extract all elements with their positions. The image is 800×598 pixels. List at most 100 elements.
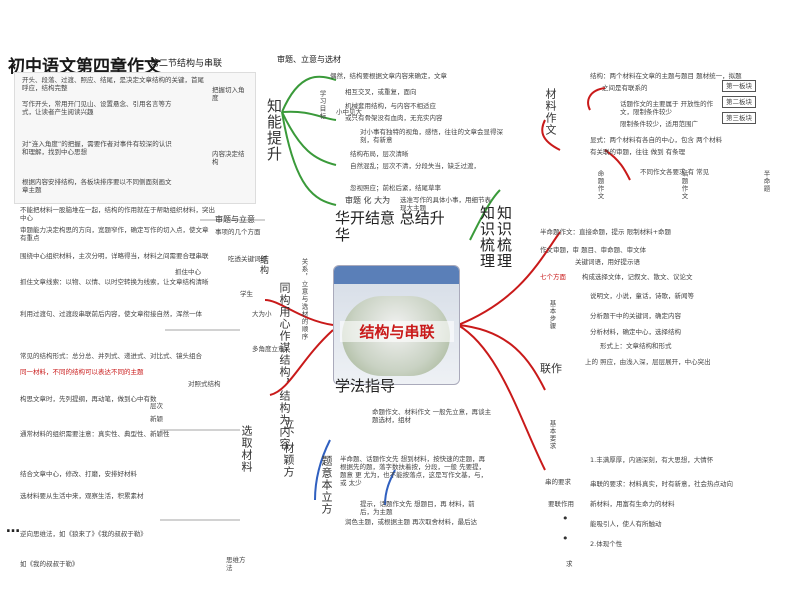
left-intro: 开头、段落、过渡、照应、结尾，是决定文章结构的关键，首尾呼应，结构完整 <box>22 76 204 92</box>
left-label-0: 审题与立意 <box>215 215 255 224</box>
left-row-3: 根据内容安排结构，各板块排序要以不同侧面刻画文章主题 <box>22 178 172 194</box>
side-label-0: 学习目标 <box>318 90 326 120</box>
material-label: 审题 化 大为 <box>345 196 391 205</box>
case-text-2: 关键词语，用好提示语 <box>575 258 640 266</box>
range-label: 关系，立意与选材的顺序 <box>300 258 308 341</box>
story-label: 串的要求 <box>545 478 571 486</box>
left-label-1: 事项的几个方面 <box>215 228 261 236</box>
left-para-4: 抓住文章线索：以物、以情、以时空转换为线索，让文章结构清晰 <box>20 278 209 286</box>
think-method: 思维方法 <box>226 556 246 572</box>
tong-label: 同构用心作谋结构，结构为内容 <box>278 282 291 450</box>
end-label: 求 <box>566 560 573 568</box>
knowledge-comb-2: 知识梳理 <box>495 205 513 269</box>
req-0: 1.丰满厚厚，内涵深刻，有大思想，大情怀 <box>590 456 714 464</box>
stage-label: 要联作用 <box>548 500 574 508</box>
type-topic: 话题作文 <box>680 170 688 200</box>
type-proposition: 命题作文 <box>596 170 604 200</box>
left-info-panel <box>14 72 256 204</box>
step-0: 说明文，小说，童话，诗歌，新闻等 <box>590 292 694 300</box>
right-line-6: 有关联的审题，往往 做到 有条理 <box>590 148 686 156</box>
left-para-5: 利用过渡句、过渡段串联前后内容，使文章衔接自然，浑然一体 <box>20 310 202 318</box>
hub-image: 结构与串联 <box>333 265 460 385</box>
right-line-7: 不同作文各要求 有 常见 <box>640 168 710 176</box>
step-2: 分析材料，确定中心，选择结构 <box>590 328 681 336</box>
left-label-6: 对照式结构 <box>188 380 221 388</box>
step-1: 分析题干中的关键词，确定内容 <box>590 312 681 320</box>
block-1: 第一板块 <box>722 80 756 92</box>
right-line-2: 之间是有联系的 <box>602 84 648 92</box>
bullet-0: • <box>562 512 569 525</box>
know-line-6: 自然混乱；层次不清，分段失当，缺乏过渡， <box>350 162 480 170</box>
left-row-2-label: 内容决定结构 <box>212 150 245 166</box>
bullet-1: • <box>562 532 569 545</box>
left-row-1-label: 把握切入角度 <box>212 86 245 102</box>
ellipsis-marker: … <box>6 520 20 536</box>
zhineng-label: 知能提升 <box>265 98 283 162</box>
ending-text: 润色主题，或根据主题 再次取舍材料，最后达 <box>345 518 478 526</box>
hint-text: 提示，话题作文先 想题目，再 材料，前后，为主题 <box>360 500 475 516</box>
right-top: 结构：两个材料在文章的主题与题目 题材统一，拟题 <box>590 72 742 80</box>
know-line-2: 机械套用结构，与内容不相适应 <box>345 102 436 110</box>
know-line-7: 忽视照应；前松后紧，结尾草率 <box>350 184 441 192</box>
left-bottom-4: 如《我的叔叔于勒》 <box>20 560 79 568</box>
guidance-label: 学法指导 <box>335 377 396 395</box>
know-line-0: 偶然，结构要根据文章内容来确定，文章 <box>330 72 447 80</box>
depth-label: 大为小 <box>252 310 272 318</box>
step-label: 基本步骤 <box>548 300 556 330</box>
note1: 多角度立意 <box>252 345 285 353</box>
know-line-1: 相互交叉，或重复，面向 <box>345 88 417 96</box>
stand-label: 立、材颖方 <box>282 418 295 478</box>
right-line-4: 限制条件较少，适用范围广 <box>620 120 698 128</box>
left-para-8: 通常材料的组织需要注意：真实性、典型性、新颖性 <box>20 430 170 438</box>
type-material: 材料作文 <box>544 88 557 136</box>
req-2: 新材料，用富有生命力的材料 <box>590 500 675 508</box>
block-2: 第二板块 <box>722 96 756 108</box>
left-label-7: 层次 <box>150 402 163 410</box>
left-label-2: 吃透关键词语 <box>228 255 267 263</box>
case-text: 作文审题，审 题目、审命题、审文体 <box>540 246 647 254</box>
left-row-2: 对“连入角度”的把握，需要作者对事件有较深的认识和理解，找到中心思想 <box>22 140 172 156</box>
block-3: 第三板块 <box>722 112 756 124</box>
know-line-4: 对小事有独特的视角，感悟，往往的文章会显得深刻，有新意 <box>360 128 503 144</box>
left-para-6: 常见的结构形式：总分总、并列式、递进式、对比式、镜头组合 <box>20 352 202 360</box>
link-label: 联作 <box>540 362 562 375</box>
left-label-3: 抓住中心 <box>175 268 201 276</box>
req-1: 串联的要求：材料真实，时有新意，社会热点动向 <box>590 480 733 488</box>
left-row-1: 写作开头，常用开门见山、设置悬念、引用名言等方式，让读者产生阅读兴趣 <box>22 100 172 116</box>
req-3: 能吸引人，使人有所触动 <box>590 520 662 528</box>
step-3: 形式上：文章结构和形式 <box>600 342 672 350</box>
left-para-7: 构思文章时，先列提纲，再动笔，做到心中有数 <box>20 395 157 403</box>
right-line-3: 话题作文的主要属于 开放性的作文，限制条件较少 <box>620 100 714 116</box>
summary-sublime: 华开结意 总结升华 <box>335 209 445 244</box>
choose-material: 选取材料 <box>240 425 253 473</box>
hub-title: 结构与串联 <box>340 321 454 342</box>
base-label: 基本要求 <box>548 420 556 450</box>
left-bottom-3: 逆向思维法，如《狼来了》《我的叔叔于勒》 <box>20 530 147 538</box>
seven-text: 构成选择文体，记叙文、散文、议论文 <box>582 273 693 281</box>
left-label-5: 学生 <box>240 290 253 298</box>
guidance-text: 命题作文、材料作文 一般先立意，再谈主题选材，组材 <box>372 408 492 424</box>
side-label-1: 小中见大 <box>336 108 362 116</box>
left-label-4: 结构 <box>258 255 268 275</box>
left-para-2: 审题能力决定构思的方向，宽题窄作，确定写作的切入点，使文章有重点 <box>20 226 209 242</box>
left-para-3: 围绕中心组织材料，主次分明，详略得当，材料之间需要合理串联 <box>20 252 209 260</box>
left-pointer-note: 同一材料，不同的结构可以表达不同的主题 <box>20 368 144 376</box>
knowledge-comb: 知识梳理 <box>478 205 496 269</box>
right-line-5: 显式：两个材料有各自的中心，包含 两个材料 <box>590 136 723 144</box>
left-bottom-1: 结合文章中心，修改、打磨，安排好材料 <box>20 470 137 478</box>
left-para-1: 不能把材料一股脑堆在一起，结构的作用就在于帮助组织材料，突出中心 <box>20 206 215 222</box>
left-label-8: 新颖 <box>150 415 163 423</box>
seven-label: 七个方面 <box>540 273 566 281</box>
approach-text: 半命题作文：直接命题，提示 限制材料+命题 <box>540 228 672 236</box>
req-4: 2.体现个性 <box>590 540 623 548</box>
know-line-3: 或只有骨架没有血肉，无充实内容 <box>345 114 443 122</box>
top-topic: 审题、立意与选材 <box>277 55 341 64</box>
link-text: 上的 照应，由浅入深，层层展开，中心突出 <box>585 358 711 366</box>
type-semi: 半命题 <box>762 170 770 193</box>
left-bottom-2: 选材料要从生活中来，观察生活，积累素材 <box>20 492 144 500</box>
know-line-5: 结构布局，层次清晰 <box>350 150 409 158</box>
hub-banner <box>334 266 459 284</box>
material-note: 选准写作的具体小事，用细节表现大主题 <box>400 196 491 212</box>
page-subtitle: 第二节结构与串联 <box>150 59 223 69</box>
